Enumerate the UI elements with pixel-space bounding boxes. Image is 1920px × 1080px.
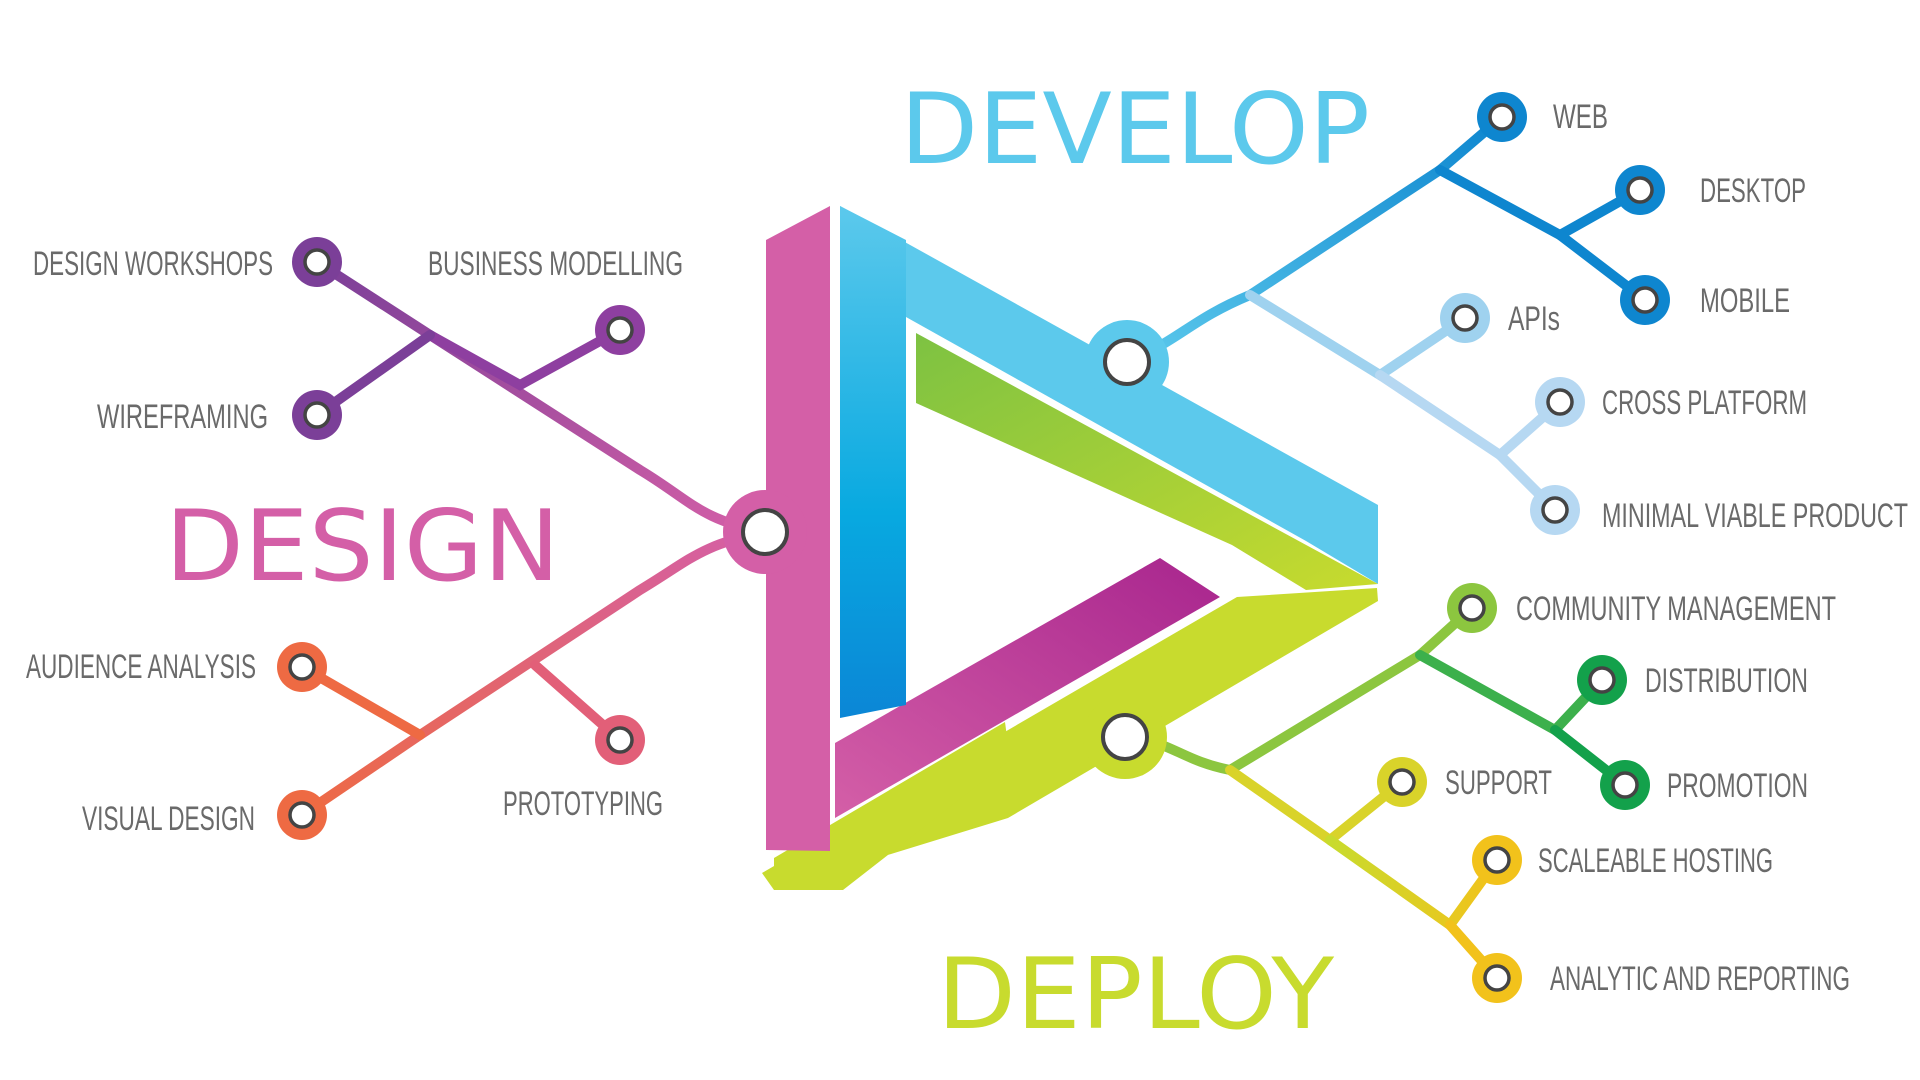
node-cross-platform	[1535, 377, 1585, 427]
node-distribution	[1577, 655, 1627, 705]
label-mvp: MINIMAL VIABLE PRODUCT	[1602, 497, 1908, 535]
develop-hub-node	[1085, 320, 1169, 404]
label-business-modelling: BUSINESS MODELLING	[428, 245, 683, 283]
node-analytic-reporting	[1472, 953, 1522, 1003]
node-web	[1477, 92, 1527, 142]
phase-title-develop: DEVELOP	[900, 73, 1370, 187]
design-labels: DESIGN WORKSHOPS BUSINESS MODELLING WIRE…	[26, 245, 683, 838]
label-analytic-reporting: ANALYTIC AND REPORTING	[1550, 960, 1850, 998]
triangle-band-green-inner	[916, 333, 1378, 590]
node-support	[1377, 757, 1427, 807]
triangle-band-magenta-inner	[835, 558, 1220, 818]
phase-title-deploy: DEPLOY	[937, 938, 1335, 1052]
label-cross-platform: CROSS PLATFORM	[1602, 384, 1807, 422]
label-web: WEB	[1553, 98, 1608, 136]
triangle-band-blue-inner	[840, 206, 906, 718]
label-scaleable-hosting: SCALEABLE HOSTING	[1538, 842, 1773, 880]
deploy-labels: COMMUNITY MANAGEMENT DISTRIBUTION PROMOT…	[1445, 590, 1850, 998]
node-visual-design	[277, 790, 327, 840]
node-prototyping	[595, 715, 645, 765]
node-wireframing	[292, 390, 342, 440]
node-promotion	[1600, 760, 1650, 810]
label-visual-design: VISUAL DESIGN	[82, 800, 255, 838]
triangle-band-lime-lower	[774, 722, 1010, 890]
node-audience-analysis	[277, 642, 327, 692]
label-prototyping: PROTOTYPING	[503, 785, 663, 823]
node-mvp	[1530, 485, 1580, 535]
label-apis: APIs	[1508, 300, 1560, 338]
phase-title-design: DESIGN	[165, 490, 560, 604]
design-hub-node	[723, 490, 807, 574]
label-distribution: DISTRIBUTION	[1645, 662, 1808, 700]
develop-labels: WEB DESKTOP MOBILE APIs CROSS PLATFORM M…	[1508, 98, 1908, 535]
label-community-management: COMMUNITY MANAGEMENT	[1516, 590, 1836, 628]
label-mobile: MOBILE	[1700, 282, 1790, 320]
label-desktop: DESKTOP	[1700, 172, 1806, 210]
deploy-hub-node	[1083, 695, 1167, 779]
impossible-triangle-logo	[762, 206, 1378, 890]
node-desktop	[1615, 165, 1665, 215]
node-design-workshops	[292, 237, 342, 287]
node-community-management	[1447, 583, 1497, 633]
label-wireframing: WIREFRAMING	[97, 398, 268, 436]
node-scaleable-hosting	[1472, 835, 1522, 885]
node-apis	[1440, 293, 1490, 343]
label-design-workshops: DESIGN WORKSHOPS	[33, 245, 273, 283]
node-business-modelling	[595, 305, 645, 355]
label-promotion: PROMOTION	[1667, 767, 1808, 805]
nodes	[277, 92, 1670, 1003]
node-mobile	[1620, 275, 1670, 325]
label-support: SUPPORT	[1445, 764, 1552, 802]
label-audience-analysis: AUDIENCE ANALYSIS	[26, 648, 256, 686]
